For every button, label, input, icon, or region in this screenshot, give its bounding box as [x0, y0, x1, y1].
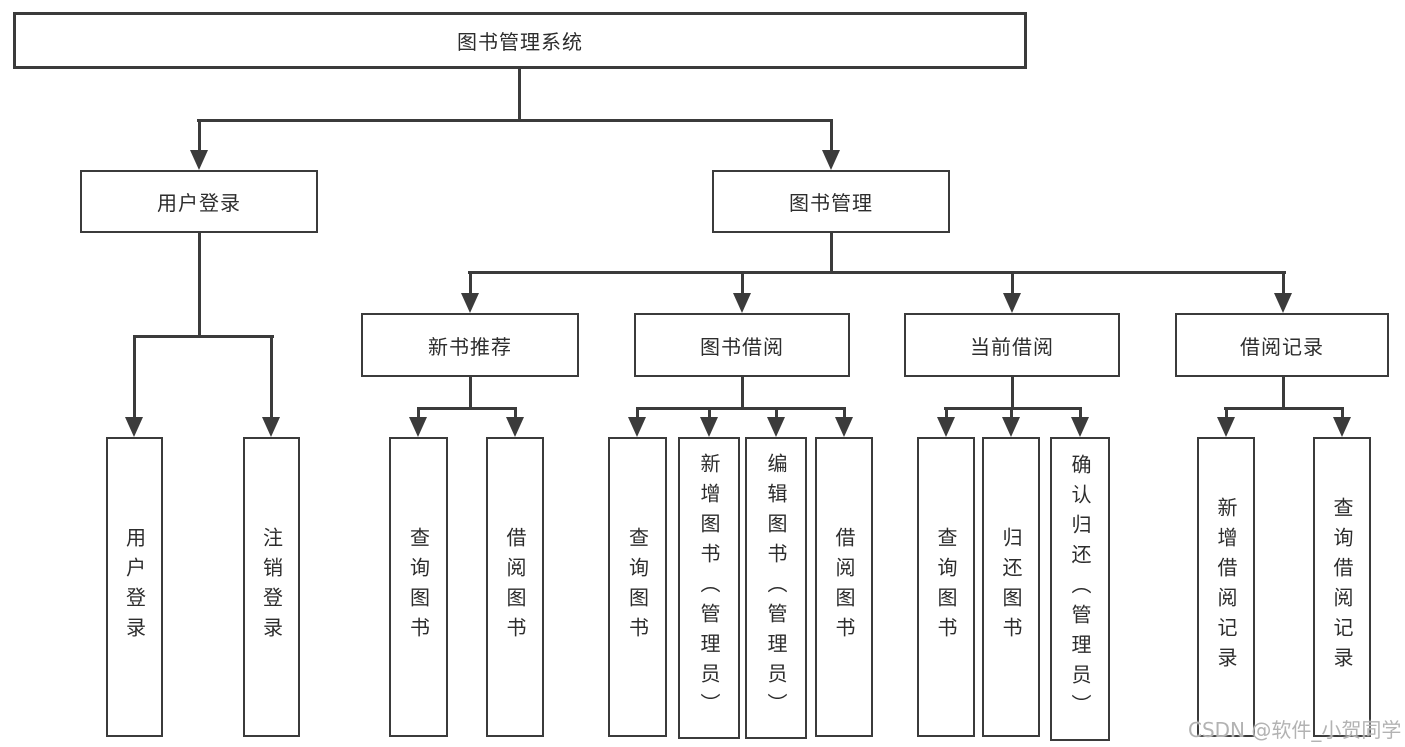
arrow-head — [822, 150, 840, 170]
arrow-shaft — [945, 407, 948, 421]
node-label: 用户登录 — [157, 191, 241, 215]
connector-line — [1282, 377, 1285, 410]
arrow-shaft — [514, 407, 517, 421]
node-new-book-recommend: 新书推荐 — [361, 313, 579, 377]
leaf-bor-add-books-admin: 新增图书（管理员） — [678, 437, 740, 739]
arrow-shaft — [741, 271, 744, 296]
leaf-cur-confirm-return-admin: 确认归还（管理员） — [1050, 437, 1110, 741]
node-label: 图书管理系统 — [457, 30, 583, 54]
arrow-head — [1071, 417, 1089, 437]
leaf-bor-borrow-books: 借阅图书 — [815, 437, 873, 737]
leaf-logout-login: 注销登录 — [243, 437, 300, 737]
node-label: 查询借阅记录 — [1330, 497, 1354, 677]
node-label: 注销登录 — [259, 527, 284, 647]
arrow-head — [125, 417, 143, 437]
leaf-cur-query-books: 查询图书 — [917, 437, 975, 737]
connector-line — [469, 377, 472, 410]
arrow-shaft — [1010, 407, 1013, 421]
arrow-shaft — [775, 407, 778, 421]
connector-line — [830, 233, 833, 274]
node-book-management: 图书管理 — [712, 170, 950, 233]
leaf-rec-borrow-books: 借阅图书 — [486, 437, 544, 737]
node-borrowing-records: 借阅记录 — [1175, 313, 1389, 377]
connector-line — [1011, 377, 1014, 410]
leaf-rec-query-books: 查询图书 — [389, 437, 448, 737]
connector-line — [518, 68, 521, 122]
node-label: 归还图书 — [999, 527, 1023, 647]
leaf-cur-return-books: 归还图书 — [982, 437, 1040, 737]
arrow-head — [190, 150, 208, 170]
node-user-login: 用户登录 — [80, 170, 318, 233]
node-label: 借阅图书 — [503, 527, 527, 647]
node-label: 当前借阅 — [970, 334, 1054, 359]
node-label: 借阅图书 — [832, 527, 856, 647]
arrow-shaft — [270, 335, 273, 419]
node-label: 确认归还（管理员） — [1068, 454, 1092, 724]
node-label: 查询图书 — [934, 527, 958, 647]
arrow-head — [506, 417, 524, 437]
arrow-head — [700, 417, 718, 437]
arrow-shaft — [1079, 407, 1082, 421]
node-label: 借阅记录 — [1240, 334, 1324, 359]
leaf-records-add-record: 新增借阅记录 — [1197, 437, 1255, 737]
connector-line — [133, 335, 274, 338]
connector-line — [198, 233, 201, 338]
arrow-shaft — [708, 407, 711, 421]
arrow-shaft — [417, 407, 420, 421]
connector-line — [417, 407, 517, 410]
arrow-shaft — [198, 119, 201, 154]
connector-line — [468, 271, 1286, 274]
node-label: 图书借阅 — [700, 334, 784, 359]
leaf-user-login: 用户登录 — [106, 437, 163, 737]
arrow-head — [733, 293, 751, 313]
node-label: 图书管理 — [789, 191, 873, 215]
arrow-shaft — [1282, 271, 1285, 296]
node-label: 新增借阅记录 — [1214, 497, 1238, 677]
arrow-head — [409, 417, 427, 437]
node-label: 新书推荐 — [428, 334, 512, 359]
arrow-head — [767, 417, 785, 437]
arrow-shaft — [133, 335, 136, 419]
arrow-head — [1002, 417, 1020, 437]
connector-line — [197, 119, 833, 122]
arrow-head — [1333, 417, 1351, 437]
arrow-head — [461, 293, 479, 313]
node-label: 用户登录 — [122, 527, 147, 647]
connector-line — [741, 377, 744, 410]
node-library-management-system: 图书管理系统 — [13, 12, 1027, 69]
arrow-shaft — [1341, 407, 1344, 421]
arrow-shaft — [1011, 271, 1014, 296]
leaf-bor-query-books: 查询图书 — [608, 437, 667, 737]
arrow-shaft — [830, 119, 833, 154]
arrow-head — [262, 417, 280, 437]
node-label: 编辑图书（管理员） — [764, 453, 788, 723]
arrow-head — [835, 417, 853, 437]
arrow-head — [1003, 293, 1021, 313]
node-current-borrowing: 当前借阅 — [904, 313, 1120, 377]
arrow-head — [1217, 417, 1235, 437]
arrow-head — [628, 417, 646, 437]
connector-line — [636, 407, 846, 410]
node-label: 查询图书 — [625, 527, 650, 647]
arrow-shaft — [636, 407, 639, 421]
arrow-shaft — [843, 407, 846, 421]
connector-line — [944, 407, 1082, 410]
leaf-bor-edit-books-admin: 编辑图书（管理员） — [745, 437, 807, 739]
arrow-head — [1274, 293, 1292, 313]
arrow-head — [937, 417, 955, 437]
arrow-shaft — [469, 271, 472, 296]
node-label: 查询图书 — [406, 527, 431, 647]
arrow-shaft — [1225, 407, 1228, 421]
connector-line — [1224, 407, 1344, 410]
leaf-records-query-record: 查询借阅记录 — [1313, 437, 1371, 737]
node-label: 新增图书（管理员） — [697, 453, 721, 723]
csdn-watermark: CSDN @软件_小贺同学 — [1188, 718, 1402, 742]
node-book-borrowing: 图书借阅 — [634, 313, 850, 377]
